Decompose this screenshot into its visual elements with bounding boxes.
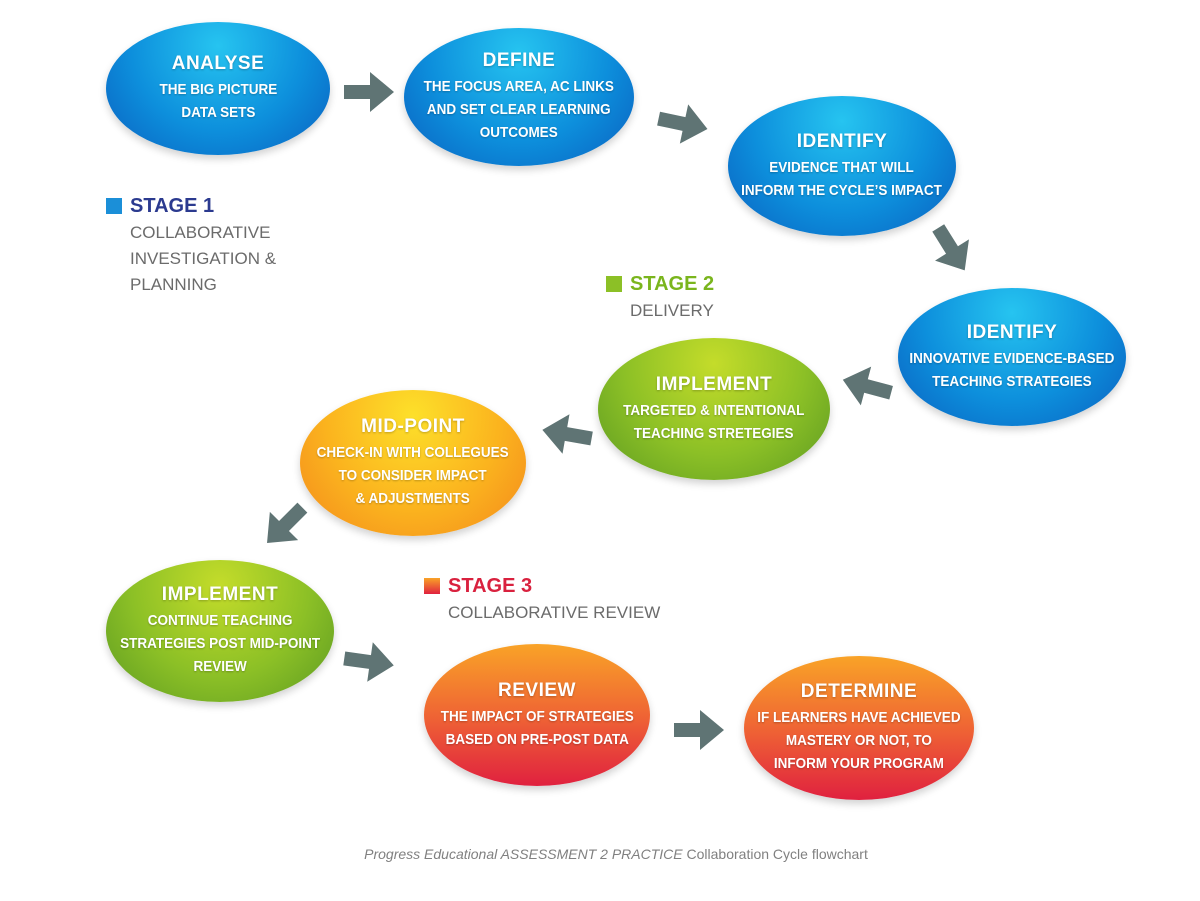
figure-caption: Progress Educational ASSESSMENT 2 PRACTI…: [0, 846, 1200, 862]
node-title: IMPLEMENT: [655, 373, 773, 395]
stage-1-description: COLLABORATIVE INVESTIGATION & PLANNING: [130, 223, 277, 294]
stage-2-heading: STAGE 2: [606, 272, 714, 296]
node-line: THE BIG PICTURE: [159, 81, 277, 98]
stage-1-heading: STAGE 1: [106, 194, 276, 218]
node-title: DETERMINE: [800, 681, 918, 702]
node-title: IDENTIFY: [796, 130, 888, 152]
node-description: IF LEARNERS HAVE ACHIEVED MASTERY OR NOT…: [757, 706, 960, 775]
node-description: THE FOCUS AREA, AC LINKS AND SET CLEAR L…: [424, 75, 614, 144]
node-line: & ADJUSTMENTS: [355, 490, 471, 507]
stage-3-label: STAGE 3 COLLABORATIVE REVIEW: [424, 574, 660, 626]
stage-3-square-icon: [424, 578, 440, 594]
caption-part-2: ASSESSMENT 2 PRACTICE: [500, 846, 683, 862]
node-description: EVIDENCE THAT WILL INFORM THE CYCLE’S IM…: [742, 156, 943, 202]
node-line: OUTCOMES: [479, 124, 558, 141]
node-line: IF LEARNERS HAVE ACHIEVED: [757, 709, 961, 726]
stage-3-description: COLLABORATIVE REVIEW: [448, 603, 661, 622]
node-description: TARGETED & INTENTIONAL TEACHING STRETEGI…: [623, 399, 804, 445]
node-identify-strategies: IDENTIFY INNOVATIVE EVIDENCE-BASED TEACH…: [898, 288, 1126, 426]
stage-2-square-icon: [606, 276, 622, 292]
node-line: TARGETED & INTENTIONAL: [623, 401, 805, 419]
node-line: MASTERY OR NOT, TO: [785, 732, 932, 749]
arrow-define-to-identify: [657, 104, 708, 144]
node-line: THE IMPACT OF STRATEGIES: [440, 707, 634, 725]
node-description: CHECK-IN WITH COLLEGUES TO CONSIDER IMPA…: [317, 441, 509, 510]
caption-part-1: Progress Educational: [364, 846, 501, 862]
node-line: EVIDENCE THAT WILL: [769, 158, 915, 176]
node-description: THE BIG PICTURE DATA SETS: [159, 78, 277, 124]
node-line: TEACHING STRETEGIES: [634, 424, 794, 442]
node-line: TEACHING STRATEGIES: [932, 372, 1092, 390]
node-line: THE FOCUS AREA, AC LINKS: [423, 78, 615, 95]
node-line: CONTINUE TEACHING: [147, 612, 293, 629]
node-line: STRATEGIES POST MID-POINT: [119, 635, 320, 652]
node-title: MID-POINT: [361, 416, 465, 437]
node-identify-evidence: IDENTIFY EVIDENCE THAT WILL INFORM THE C…: [728, 96, 956, 236]
arrow-identify-down: [932, 224, 969, 271]
node-line: INNOVATIVE EVIDENCE-BASED: [909, 349, 1115, 367]
node-line: TO CONSIDER IMPACT: [338, 467, 487, 484]
caption-part-3: Collaboration Cycle flowchart: [682, 846, 868, 862]
arrow-implement-to-review: [343, 642, 394, 682]
node-description: CONTINUE TEACHING STRATEGIES POST MID-PO…: [120, 609, 320, 678]
stage-2-title: STAGE 2: [630, 273, 715, 295]
node-line: BASED ON PRE-POST DATA: [445, 730, 629, 748]
stage-3-title: STAGE 3: [448, 575, 533, 597]
node-line: INFORM YOUR PROGRAM: [773, 755, 944, 772]
stage-2-label: STAGE 2 DELIVERY: [606, 272, 714, 324]
node-analyse: ANALYSE THE BIG PICTURE DATA SETS: [106, 22, 330, 155]
stage-2-description: DELIVERY: [630, 301, 714, 320]
node-title: REVIEW: [498, 679, 576, 701]
node-description: THE IMPACT OF STRATEGIES BASED ON PRE-PO…: [440, 705, 633, 751]
node-description: INNOVATIVE EVIDENCE-BASED TEACHING STRAT…: [909, 347, 1114, 393]
node-title: IMPLEMENT: [161, 584, 279, 605]
node-mid-point: MID-POINT CHECK-IN WITH COLLEGUES TO CON…: [300, 390, 526, 536]
node-title: IDENTIFY: [966, 321, 1058, 343]
node-title: ANALYSE: [171, 53, 265, 74]
node-line: DATA SETS: [180, 104, 255, 121]
node-define: DEFINE THE FOCUS AREA, AC LINKS AND SET …: [404, 28, 634, 166]
node-determine: DETERMINE IF LEARNERS HAVE ACHIEVED MAST…: [744, 656, 974, 800]
stage-3-heading: STAGE 3: [424, 574, 660, 598]
arrow-to-implement-targeted: [842, 366, 893, 406]
node-review: REVIEW THE IMPACT OF STRATEGIES BASED ON…: [424, 644, 650, 786]
node-line: REVIEW: [193, 658, 247, 675]
stage-1-label: STAGE 1 COLLABORATIVE INVESTIGATION & PL…: [106, 194, 276, 298]
arrow-mid-point-down: [267, 502, 308, 543]
arrow-to-mid-point: [542, 414, 593, 454]
node-line: AND SET CLEAR LEARNING: [427, 101, 611, 118]
stage-1-square-icon: [106, 198, 122, 214]
node-line: CHECK-IN WITH COLLEGUES: [316, 444, 509, 461]
node-line: INFORM THE CYCLE’S IMPACT: [741, 181, 943, 199]
stage-1-title: STAGE 1: [130, 195, 215, 217]
arrow-analyse-to-define: [344, 72, 394, 112]
node-implement-targeted: IMPLEMENT TARGETED & INTENTIONAL TEACHIN…: [598, 338, 830, 480]
arrow-review-to-determine: [674, 710, 724, 750]
node-implement-continue: IMPLEMENT CONTINUE TEACHING STRATEGIES P…: [106, 560, 334, 702]
node-title: DEFINE: [482, 50, 556, 71]
